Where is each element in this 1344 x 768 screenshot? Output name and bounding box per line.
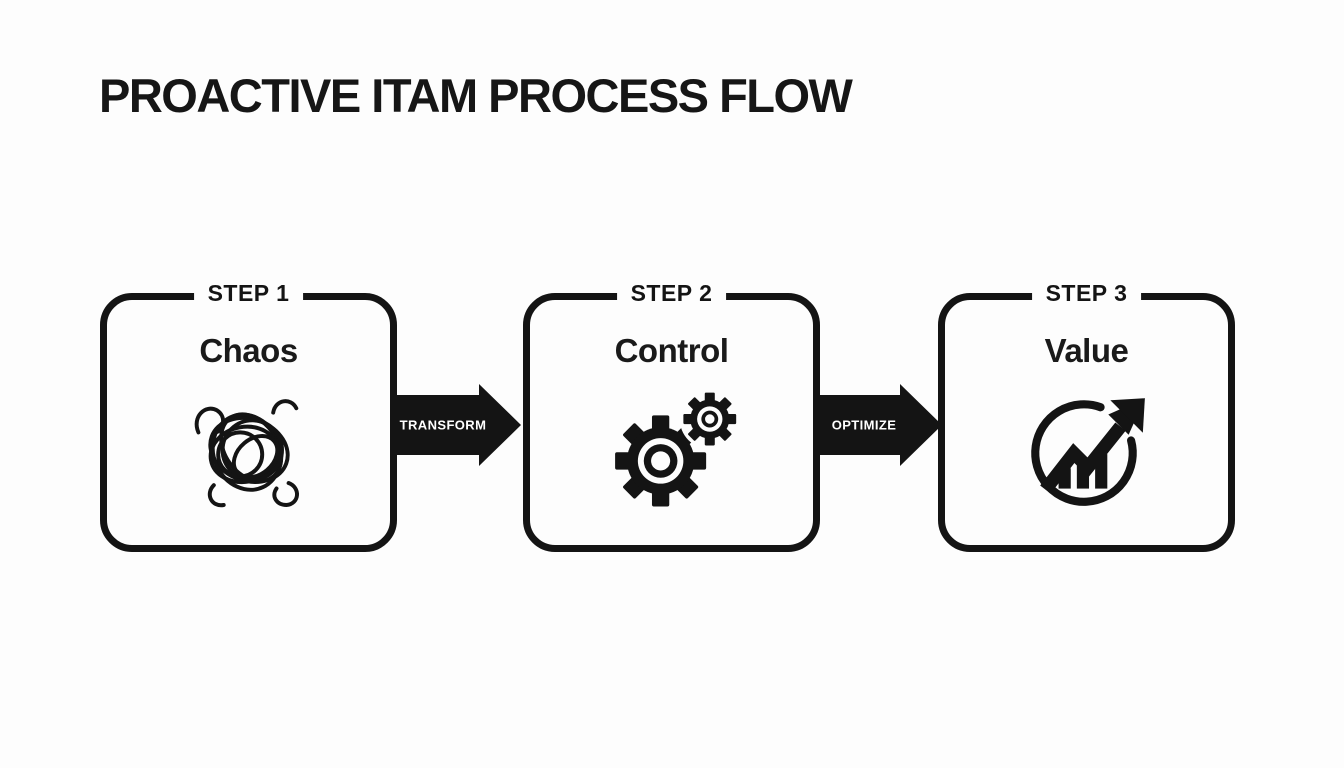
gears-icon: [606, 384, 738, 516]
tangle-scribble-icon: [183, 384, 315, 516]
step-1-tab-label: STEP 1: [193, 280, 304, 306]
step-box-chaos: STEP 1 Chaos: [100, 280, 397, 552]
step-2-name: Control: [614, 332, 729, 369]
step-3-name: Value: [1044, 332, 1129, 369]
page-title: PROACTIVE ITAM PROCESS FLOW: [99, 69, 853, 122]
step-3-tab-label: STEP 3: [1031, 280, 1142, 306]
step-1-name: Chaos: [199, 332, 298, 369]
optimize-arrow-label: OPTIMIZE: [831, 417, 897, 433]
growth-chart-circle-icon: [1021, 384, 1153, 516]
transform-arrow: TRANSFORM: [395, 384, 521, 466]
right-arrow-icon: [816, 384, 942, 466]
step-box-control: STEP 2 Control: [523, 280, 820, 552]
optimize-arrow: OPTIMIZE: [816, 384, 942, 466]
step-2-tab-label: STEP 2: [616, 280, 727, 306]
step-box-value: STEP 3 Value: [938, 280, 1235, 552]
right-arrow-icon: [395, 384, 521, 466]
transform-arrow-label: TRANSFORM: [399, 417, 487, 433]
